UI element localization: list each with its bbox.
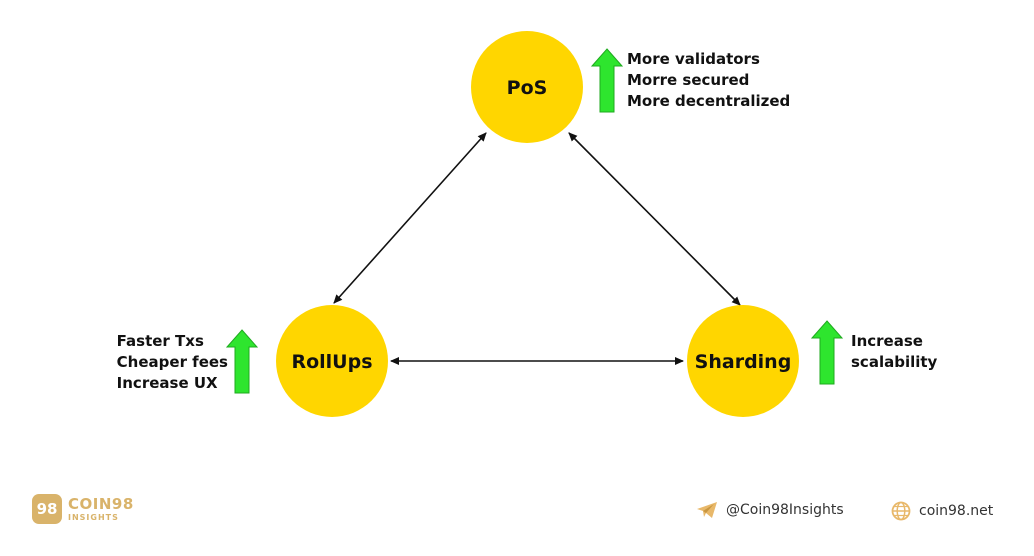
rollups-benefit: Cheaper fees <box>116 353 228 371</box>
node-sharding: Sharding <box>687 305 799 417</box>
footer-telegram[interactable]: @Coin98Insights <box>696 501 844 519</box>
node-rollups: RollUps <box>276 305 388 417</box>
rollups-benefit: Increase UX <box>116 374 218 392</box>
website-url: coin98.net <box>919 503 994 519</box>
node-sharding-label: Sharding <box>695 351 792 373</box>
arrow-up-icon <box>225 329 259 394</box>
rollups-benefit: Faster Txs <box>116 332 204 350</box>
node-pos: PoS <box>471 31 583 143</box>
pos-benefit: Morre secured <box>627 71 750 89</box>
brand-name: COIN98 <box>68 494 134 513</box>
telegram-icon <box>697 502 717 518</box>
sharding-benefit: Increase <box>851 332 923 350</box>
brand-mark: 98 <box>32 494 62 524</box>
arrow-up-icon <box>590 48 624 113</box>
footer-website[interactable]: coin98.net <box>891 501 993 521</box>
edge-pos-sharding <box>568 132 741 306</box>
telegram-handle: @Coin98Insights <box>726 502 844 518</box>
rollups-benefits-list: Faster Txs Cheaper fees Increase UX <box>117 331 228 394</box>
globe-icon <box>891 501 911 521</box>
brand-text: COIN98 INSIGHTS <box>68 494 134 522</box>
sharding-benefits-list: Increase scalability <box>851 331 937 373</box>
sharding-benefit: scalability <box>851 353 938 371</box>
brand-sub: INSIGHTS <box>68 512 119 522</box>
pos-benefit: More decentralized <box>627 92 791 110</box>
coin98-logo-icon: 98 COIN98 INSIGHTS <box>32 494 134 524</box>
edge-pos-rollups <box>333 132 487 304</box>
pos-benefits-list: More validators Morre secured More decen… <box>627 49 790 112</box>
arrow-up-icon <box>810 320 844 385</box>
pos-benefit: More validators <box>627 50 760 68</box>
node-rollups-label: RollUps <box>291 351 372 373</box>
node-pos-label: PoS <box>507 77 548 99</box>
